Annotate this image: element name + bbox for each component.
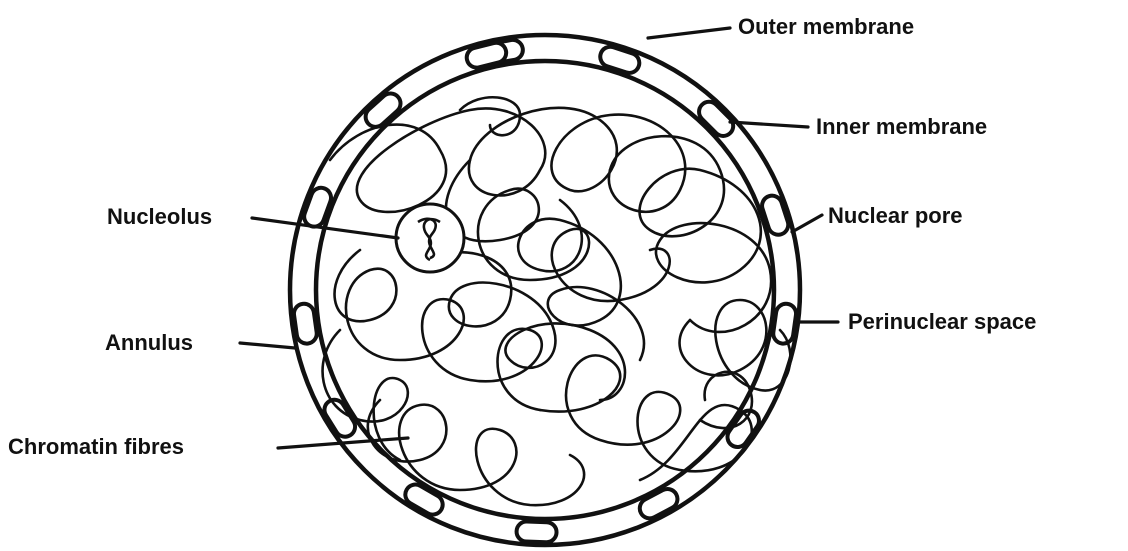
nuclear-pore-5	[772, 302, 797, 344]
inner-membrane	[316, 61, 774, 519]
label-inner-membrane: Inner membrane	[816, 116, 987, 138]
leader-outer-membrane	[648, 28, 730, 38]
leader-annulus	[240, 343, 295, 348]
nuclear-pore-11	[293, 302, 318, 344]
label-nucleolus: Nucleolus	[107, 206, 212, 228]
label-annulus: Annulus	[105, 332, 193, 354]
leader-nuclear-pore	[792, 215, 822, 232]
nucleolus	[396, 204, 464, 272]
label-chromatin-fibres: Chromatin fibres	[8, 436, 184, 458]
label-outer-membrane: Outer membrane	[738, 16, 914, 38]
label-nuclear-pore: Nuclear pore	[828, 205, 963, 227]
label-perinuclear-space: Perinuclear space	[848, 311, 1036, 333]
nuclear-pore-8	[516, 521, 557, 542]
